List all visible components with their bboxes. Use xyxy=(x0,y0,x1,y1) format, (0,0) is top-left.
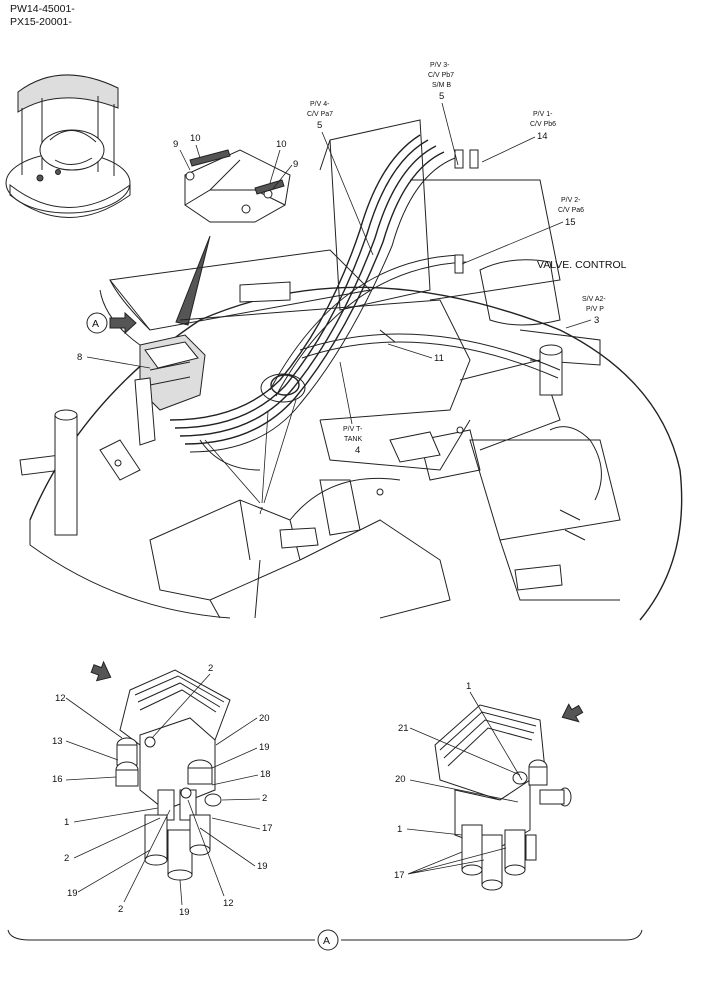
callout-sva2-line2: P/V P xyxy=(586,306,604,313)
callout-pv1-num: 14 xyxy=(537,131,548,142)
callout-pvt-line2: TANK xyxy=(344,436,362,443)
left-callout-16: 16 xyxy=(52,774,63,785)
callout-9-right: 9 xyxy=(293,159,298,170)
callout-pv4-line2: C/V Pa7 xyxy=(307,111,333,118)
callout-pv3-num: 5 xyxy=(439,91,444,102)
cab-inset-illustration xyxy=(5,74,131,218)
left-callout-2-mid: 2 xyxy=(64,853,69,864)
callout-pv4-line1: P/V 4- xyxy=(310,101,330,108)
left-detail-illustration xyxy=(90,660,231,881)
left-callout-18: 18 xyxy=(260,769,271,780)
callout-pvt-num: 4 xyxy=(355,445,360,456)
valve-control-label: VALVE. CONTROL xyxy=(537,259,627,271)
left-callout-2-right: 2 xyxy=(262,793,267,804)
left-callout-19-b: 19 xyxy=(257,861,268,872)
hydraulic-hose-bundle xyxy=(169,134,561,471)
callout-pv3-line3: S/M B xyxy=(432,82,451,89)
top-view-callouts: P/V 3- C/V Pb7 S/M B 5 P/V 4- C/V Pa7 5 … xyxy=(77,62,627,517)
callout-pv1-line1: P/V 1- xyxy=(533,111,553,118)
left-callout-12-bottom: 12 xyxy=(223,898,234,909)
left-callout-19-a: 19 xyxy=(259,742,270,753)
left-callout-2-bottom: 2 xyxy=(118,904,123,915)
view-a-bracket: A xyxy=(7,929,643,951)
view-direction-arrow-icon xyxy=(109,311,137,335)
view-a-marker-label: A xyxy=(92,318,99,330)
left-callout-20: 20 xyxy=(259,713,270,724)
callout-pv4-num: 5 xyxy=(317,120,322,131)
callout-pv1-line2: C/V Pb6 xyxy=(530,121,556,128)
callout-10-left: 10 xyxy=(190,133,201,144)
right-callout-20: 20 xyxy=(395,774,406,785)
pointer-arrow-icon xyxy=(175,235,211,326)
callout-pv2-line2: C/V Pa6 xyxy=(558,207,584,214)
left-callout-13: 13 xyxy=(52,736,63,747)
right-callout-17: 17 xyxy=(394,870,405,881)
callout-10-right: 10 xyxy=(276,139,287,150)
model-range-line-1: PW14-45001- xyxy=(10,3,75,15)
right-callout-1-top: 1 xyxy=(466,681,471,692)
callout-9-left: 9 xyxy=(173,139,178,150)
right-callout-21: 21 xyxy=(398,723,409,734)
right-callout-1-bottom: 1 xyxy=(397,824,402,835)
footer-view-a-circle xyxy=(317,929,339,951)
footer-view-a-label: A xyxy=(323,935,330,947)
callout-sva2-line1: S/V A2- xyxy=(582,296,606,303)
left-callout-19-c: 19 xyxy=(67,888,78,899)
callout-7: 7 xyxy=(258,506,263,517)
right-detail-illustration xyxy=(434,703,584,891)
callout-pv3-line1: P/V 3- xyxy=(430,62,450,69)
left-direction-arrow-icon xyxy=(90,660,112,682)
callout-pv2-line1: P/V 2- xyxy=(561,197,581,204)
right-detail-callouts: 1 21 20 1 17 xyxy=(394,681,523,881)
callout-sva2-num: 3 xyxy=(594,315,599,326)
left-callout-19-d: 19 xyxy=(179,907,190,918)
left-callout-17: 17 xyxy=(262,823,273,834)
model-range-line-2: PX15-20001- xyxy=(10,16,72,28)
valve-bracket-inset xyxy=(175,149,291,326)
left-callout-12-top: 12 xyxy=(55,693,66,704)
callout-8: 8 xyxy=(77,352,82,363)
callout-pvt-line1: P/V T- xyxy=(343,426,363,433)
callout-11: 11 xyxy=(434,353,444,364)
view-a-marker-circle xyxy=(86,312,108,334)
left-callout-2-top: 2 xyxy=(208,663,213,674)
left-detail-callouts: 12 2 20 13 19 16 18 2 1 17 2 19 19 2 19 … xyxy=(52,663,273,918)
right-direction-arrow-icon xyxy=(561,703,584,723)
callout-pv3-line2: C/V Pb7 xyxy=(428,72,454,79)
left-callout-1: 1 xyxy=(64,817,69,828)
callout-pv2-num: 15 xyxy=(565,217,576,228)
pilot-valve-block xyxy=(134,334,206,446)
